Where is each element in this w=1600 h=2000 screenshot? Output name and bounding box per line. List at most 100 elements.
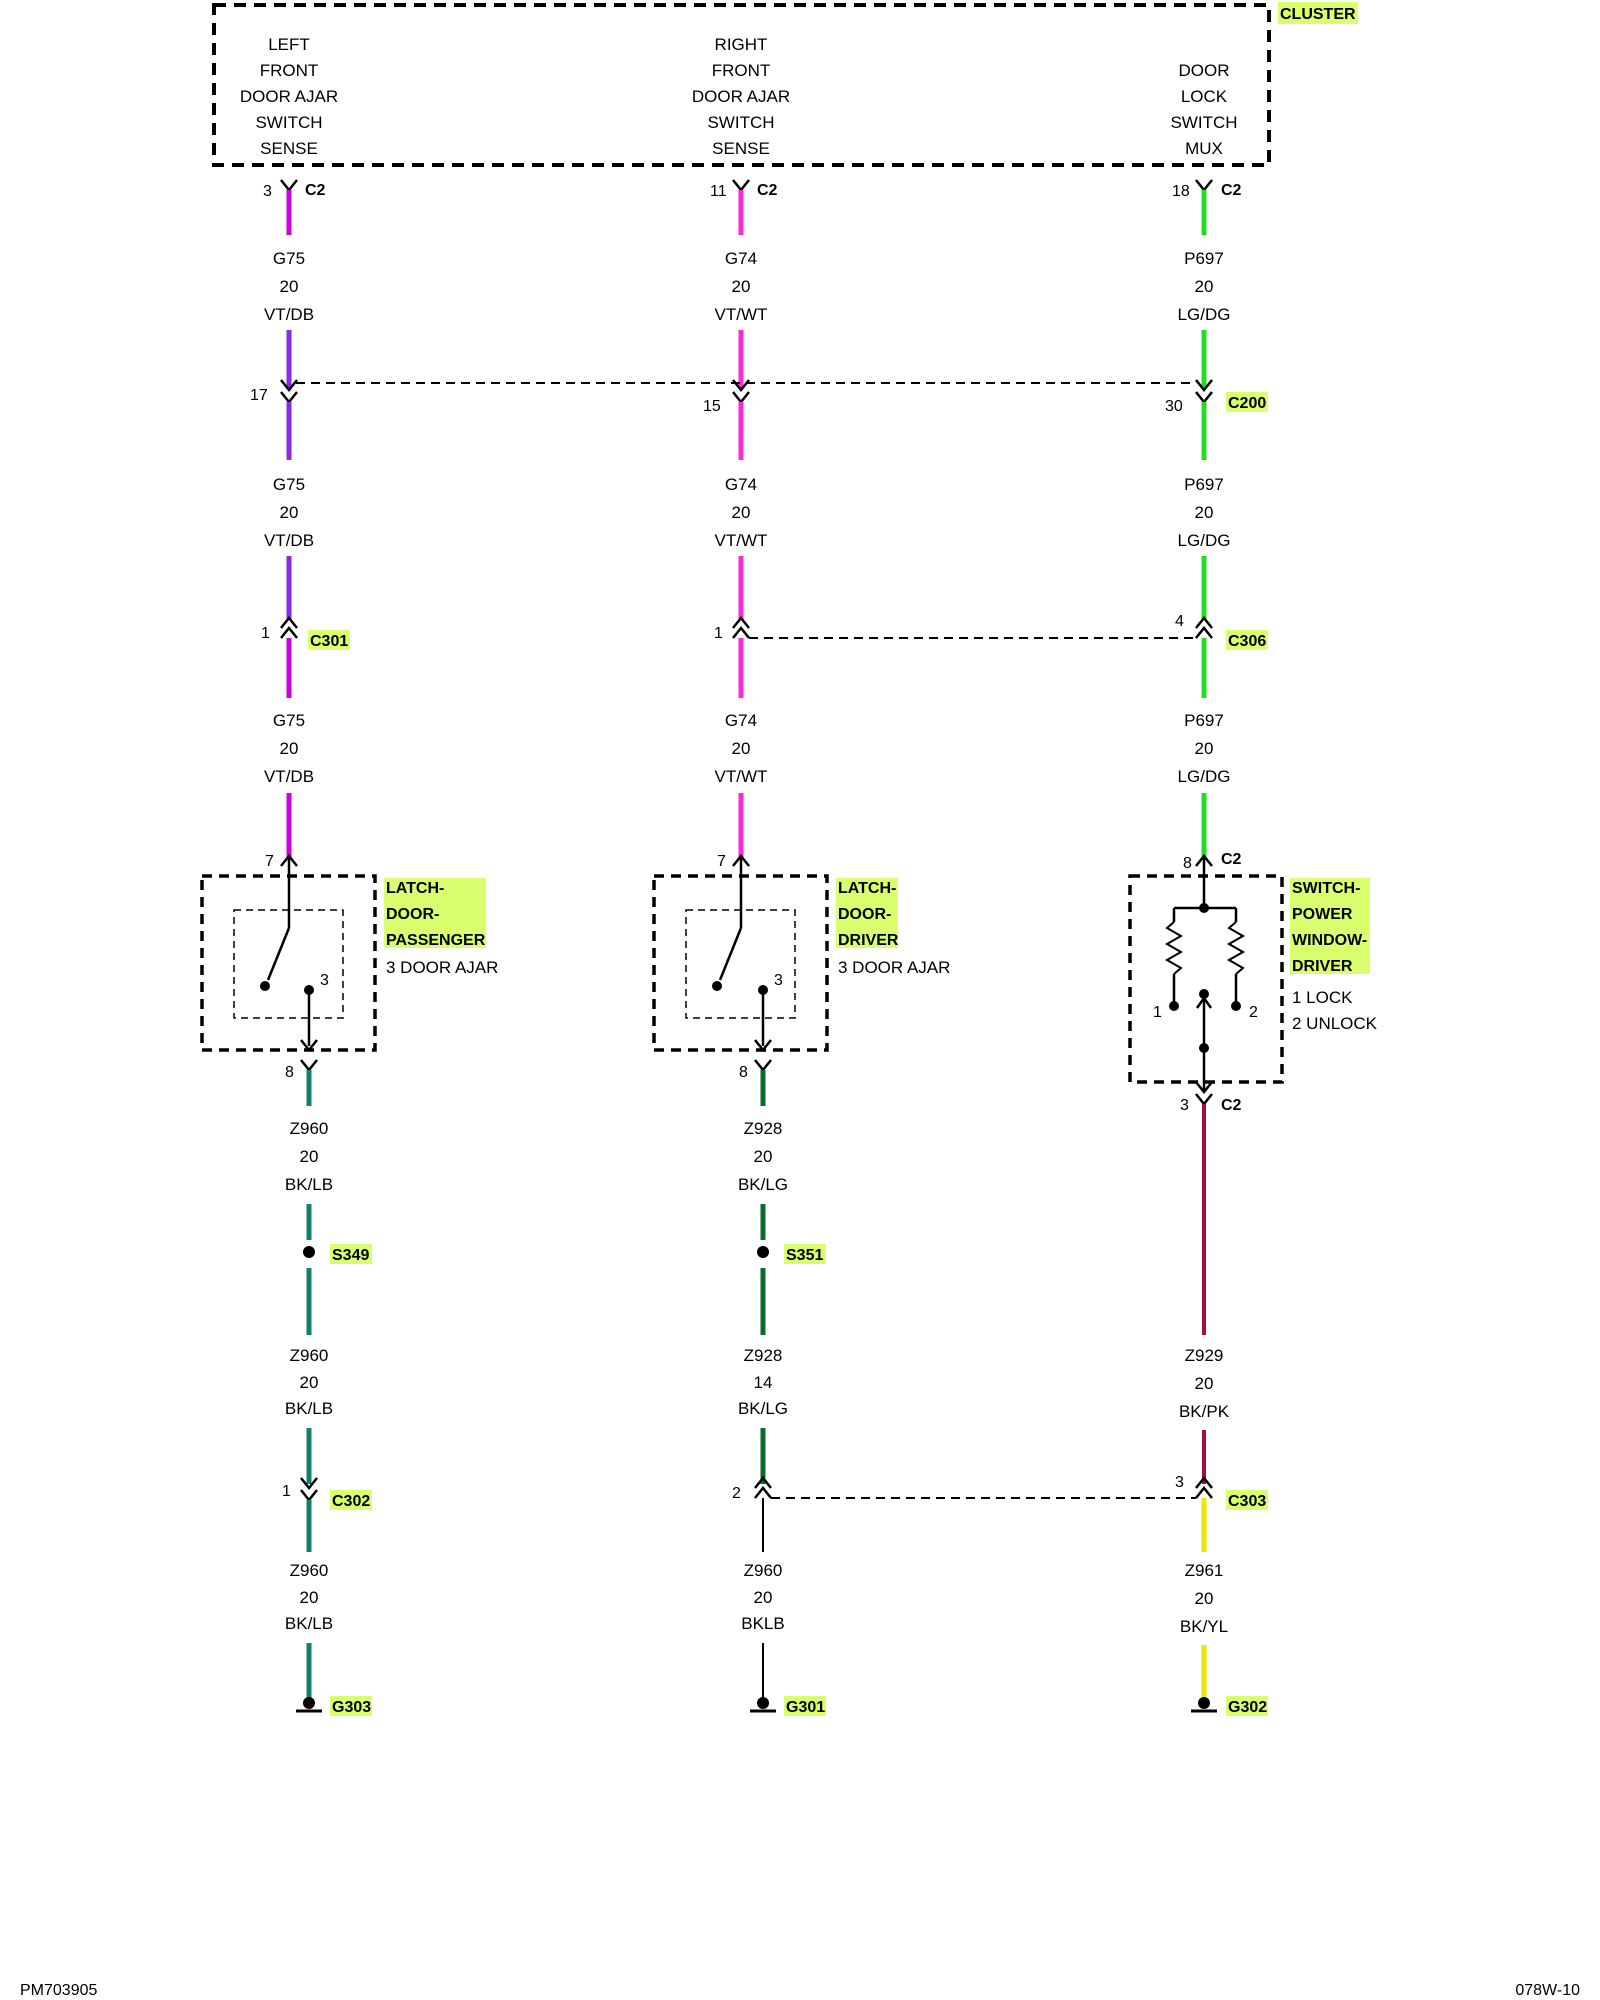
cluster-col2-line: RIGHT (715, 35, 768, 54)
wire-id: Z960 (744, 1561, 783, 1580)
connector-label: C2 (1221, 851, 1242, 868)
connector-female-symbol (732, 625, 750, 639)
component-name: DRIVER (838, 932, 899, 949)
wire-color: BK/LB (285, 1614, 333, 1633)
wire-id: Z961 (1185, 1561, 1224, 1580)
connector-symbol (280, 853, 298, 867)
wire-color: VT/WT (715, 767, 768, 786)
component-pin-desc: 3 DOOR AJAR (386, 958, 498, 977)
pin-number: 3 (1180, 1097, 1189, 1114)
wire-id: G74 (725, 475, 757, 494)
wire-id: Z928 (744, 1119, 783, 1138)
connector-female-symbol (1195, 1093, 1213, 1107)
switch-blade (718, 927, 743, 981)
connector-label: C2 (305, 182, 326, 199)
connector-female-symbol (280, 625, 298, 639)
connector-label: C200 (1228, 395, 1266, 412)
wire-color: LG/DG (1178, 767, 1231, 786)
pin-number: 3 (1175, 1474, 1184, 1491)
component-highlight (384, 878, 486, 948)
cluster-col2-text: RIGHT FRONT DOOR AJAR SWITCH SENSE (692, 35, 790, 158)
wire-label: P697 20 LG/DG (1178, 711, 1231, 786)
wire-id: Z960 (290, 1561, 329, 1580)
ground-label: G303 (332, 1699, 371, 1716)
switch-contact (1199, 989, 1209, 999)
wire-gauge: 20 (1195, 1589, 1214, 1608)
splice-label: S351 (786, 1247, 823, 1264)
wire-label: Z960 20 BKLB (741, 1561, 784, 1633)
cluster-col3-line: LOCK (1181, 87, 1228, 106)
connector-female-symbol (754, 1059, 772, 1073)
component-name: LATCH- (386, 880, 444, 897)
connector-male-symbol (280, 379, 298, 393)
connector-male-symbol (732, 615, 750, 629)
connector-male-symbol (1195, 1475, 1213, 1489)
cluster-col3-line: SWITCH (1170, 113, 1237, 132)
ground-highlight (330, 1696, 372, 1716)
wire-gauge: 20 (280, 503, 299, 522)
wire-label: G74 20 VT/WT (715, 249, 768, 324)
splice-dot (303, 1246, 315, 1258)
wire-color: BK/PK (1179, 1402, 1230, 1421)
wire-label: G74 20 VT/WT (715, 475, 768, 550)
connector-female-symbol (300, 1489, 318, 1503)
component-name: DRIVER (1292, 958, 1353, 975)
wire-label: Z928 20 BK/LG (738, 1119, 788, 1194)
wire-gauge: 20 (300, 1588, 319, 1607)
switch-blade (266, 927, 291, 981)
connector-female-symbol (732, 391, 750, 405)
cluster-col3-line: DOOR (1179, 61, 1230, 80)
pin-number: 15 (703, 398, 721, 415)
wire-id: G75 (273, 249, 305, 268)
pin-number: 1 (714, 625, 723, 642)
pin-number: 7 (717, 853, 726, 870)
connector-label: C2 (1221, 182, 1242, 199)
connector-highlight (1226, 392, 1268, 412)
wire-gauge: 20 (732, 277, 751, 296)
arrow-head (300, 1039, 318, 1053)
connector-highlight (1226, 630, 1268, 650)
cluster-col1-line: DOOR AJAR (240, 87, 338, 106)
wire-color: BK/LG (738, 1175, 788, 1194)
switch-contact (712, 981, 722, 991)
footer-right-code: 078W-10 (1515, 1982, 1580, 1999)
wire-id: Z929 (1185, 1346, 1224, 1365)
wire-label: G75 20 VT/DB (264, 475, 314, 550)
wire-label: G75 20 VT/DB (264, 249, 314, 324)
connector-female-symbol (300, 1059, 318, 1073)
wire-color: VT/WT (715, 305, 768, 324)
pin-number: 4 (1175, 613, 1184, 630)
wire-label: Z929 20 BK/PK (1179, 1346, 1230, 1421)
cluster-col2-line: DOOR AJAR (692, 87, 790, 106)
cluster-label: CLUSTER (1280, 6, 1356, 23)
ground-label: G301 (786, 1699, 825, 1716)
wire-gauge: 20 (300, 1373, 319, 1392)
pin-number: 1 (282, 1483, 291, 1500)
wire-label: Z928 14 BK/LG (738, 1346, 788, 1418)
pin-number: 8 (285, 1064, 294, 1081)
connector-male-symbol (1195, 379, 1213, 393)
wire-color: LG/DG (1178, 531, 1231, 550)
cluster-col1-line: SENSE (260, 139, 318, 158)
connector-symbol (732, 853, 750, 867)
connector-female-symbol (1195, 1485, 1213, 1499)
cluster-highlight (1278, 2, 1358, 24)
splice-highlight (784, 1244, 826, 1264)
wire-id: Z960 (290, 1346, 329, 1365)
pin-number: 1 (261, 625, 270, 642)
pin-number: 3 (263, 183, 272, 200)
wire-label: Z960 20 BK/LB (285, 1119, 333, 1194)
wire-label: P697 20 LG/DG (1178, 249, 1231, 324)
connector-male-symbol (280, 615, 298, 629)
splice-highlight (330, 1244, 372, 1264)
footer-left-code: PM703905 (20, 1982, 97, 1999)
pin-number: 8 (739, 1064, 748, 1081)
wire-gauge: 20 (732, 503, 751, 522)
ground-label: G302 (1228, 1699, 1267, 1716)
wire-label: Z960 20 BK/LB (285, 1561, 333, 1633)
wire-id: G75 (273, 475, 305, 494)
wire-gauge: 20 (732, 739, 751, 758)
wire-id: G74 (725, 249, 757, 268)
wire-color: VT/DB (264, 531, 314, 550)
